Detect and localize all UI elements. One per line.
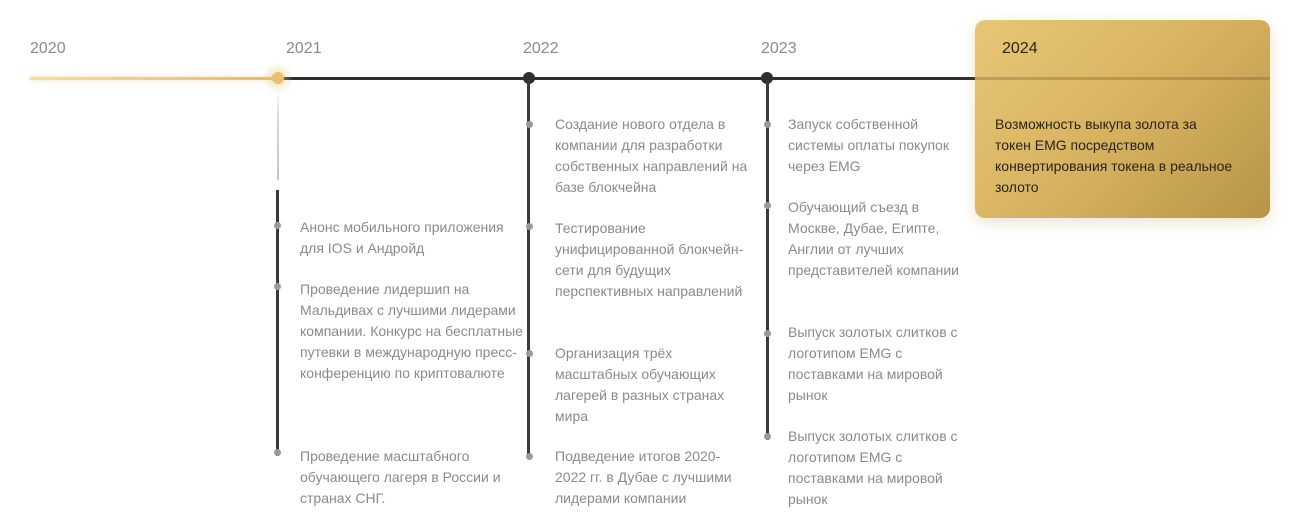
event-2023-2: Обучающий съезд в Москве, Дубае, Египте,… bbox=[788, 199, 959, 278]
event-2024-1: Возможность выкупа золота за токен EMG п… bbox=[995, 116, 1233, 195]
event-2021-3: Проведение масштабного обучающего лагеря… bbox=[300, 448, 501, 506]
bullet-dot bbox=[274, 283, 281, 290]
year-2021: 2021 bbox=[286, 40, 322, 57]
vline-2021 bbox=[276, 190, 279, 456]
year-2024: 2024 bbox=[1002, 40, 1038, 57]
bullet-dot bbox=[526, 223, 533, 230]
event-2023-3: Выпуск золотых слитков с логотипом EMG с… bbox=[788, 324, 958, 403]
connector-2021-faded bbox=[277, 88, 279, 180]
year-2022: 2022 bbox=[523, 40, 559, 57]
card-divider bbox=[975, 77, 1270, 80]
marker-2023 bbox=[761, 72, 773, 84]
event-2023-1: Запуск собственной системы оплаты покупо… bbox=[788, 116, 949, 174]
bullet-dot bbox=[274, 449, 281, 456]
year-2023: 2023 bbox=[761, 40, 797, 57]
bullet-dot bbox=[764, 121, 771, 128]
bullet-dot bbox=[764, 433, 771, 440]
bullet-dot bbox=[526, 453, 533, 460]
timeline-line bbox=[278, 77, 978, 80]
event-2021-1: Анонс мобильного приложения для IOS и Ан… bbox=[300, 219, 504, 256]
event-2022-1: Создание нового отдела в компании для ра… bbox=[555, 116, 748, 195]
bullet-dot bbox=[526, 350, 533, 357]
year-2020: 2020 bbox=[30, 40, 66, 57]
marker-2021 bbox=[272, 72, 284, 84]
event-2022-2: Тестирование унифицированной блокчейн-се… bbox=[555, 220, 744, 299]
event-2023-4: Выпуск золотых слитков с логотипом EMG с… bbox=[788, 428, 958, 507]
marker-2022 bbox=[523, 72, 535, 84]
bullet-dot bbox=[764, 202, 771, 209]
vline-2023 bbox=[766, 80, 769, 440]
event-2022-3: Организация трёх масштабных обучающих ла… bbox=[555, 345, 725, 424]
vline-2022 bbox=[527, 80, 530, 455]
year-2024-card: 2024 Возможность выкупа золота за токен … bbox=[975, 20, 1270, 218]
bullet-dot bbox=[526, 121, 533, 128]
event-2022-4: Подведение итогов 2020-2022 гг. в Дубае … bbox=[555, 448, 732, 506]
bullet-dot bbox=[764, 330, 771, 337]
bullet-dot bbox=[274, 222, 281, 229]
event-2021-2: Проведение лидершип на Мальдивах с лучши… bbox=[300, 281, 523, 381]
timeline-line-completed bbox=[30, 77, 278, 80]
